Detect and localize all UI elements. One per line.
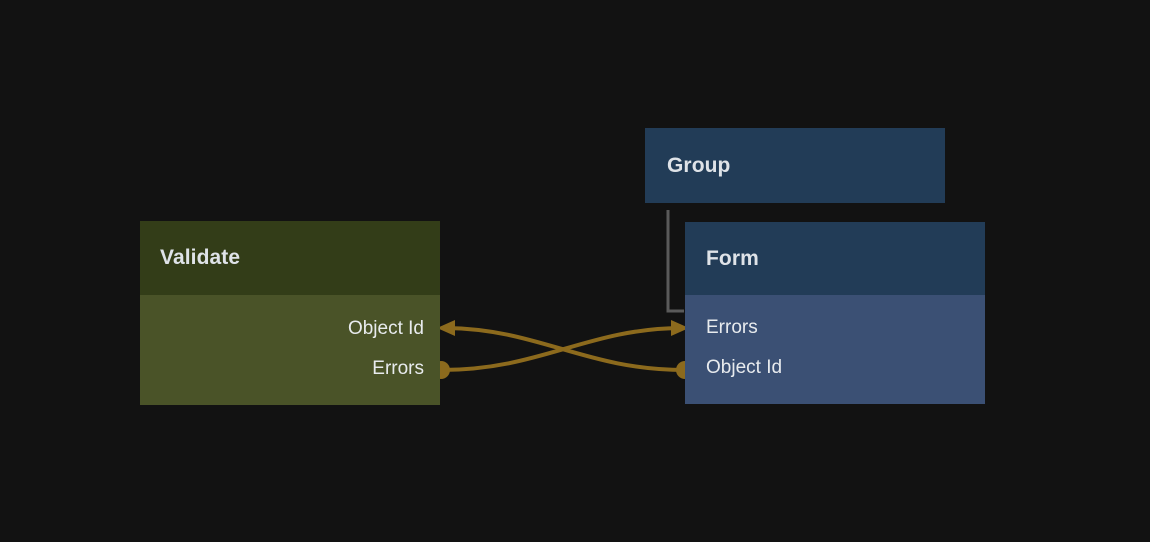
node-validate-title: Validate [160,246,241,269]
port-form-errors-label: Errors [706,317,758,338]
port-validate-object-id[interactable]: Object Id [140,309,440,349]
node-group[interactable]: Group [645,128,945,203]
node-form-body: Errors Object Id [685,295,985,404]
node-form-header[interactable]: Form [685,222,985,295]
port-form-errors[interactable]: Errors [685,308,985,348]
tree-connector-group-to-form [666,210,684,313]
node-validate-body: Object Id Errors [140,295,440,405]
port-validate-errors-label: Errors [372,358,424,379]
port-validate-object-id-label: Object Id [347,318,424,339]
node-validate[interactable]: Validate Object Id Errors [140,221,440,405]
node-group-header[interactable]: Group [645,128,945,203]
edge-path-validate-errors-to-form-errors[interactable] [439,326,682,372]
node-group-title: Group [667,153,731,177]
port-form-object-id[interactable]: Object Id [685,348,985,388]
node-form-title: Form [706,246,759,270]
edge-path-form-objectid-to-validate-objectid[interactable] [444,326,687,372]
node-form[interactable]: Form Errors Object Id [685,222,985,404]
node-validate-header[interactable]: Validate [140,221,440,295]
port-form-object-id-label: Object Id [706,357,783,378]
port-validate-errors[interactable]: Errors [140,349,440,389]
